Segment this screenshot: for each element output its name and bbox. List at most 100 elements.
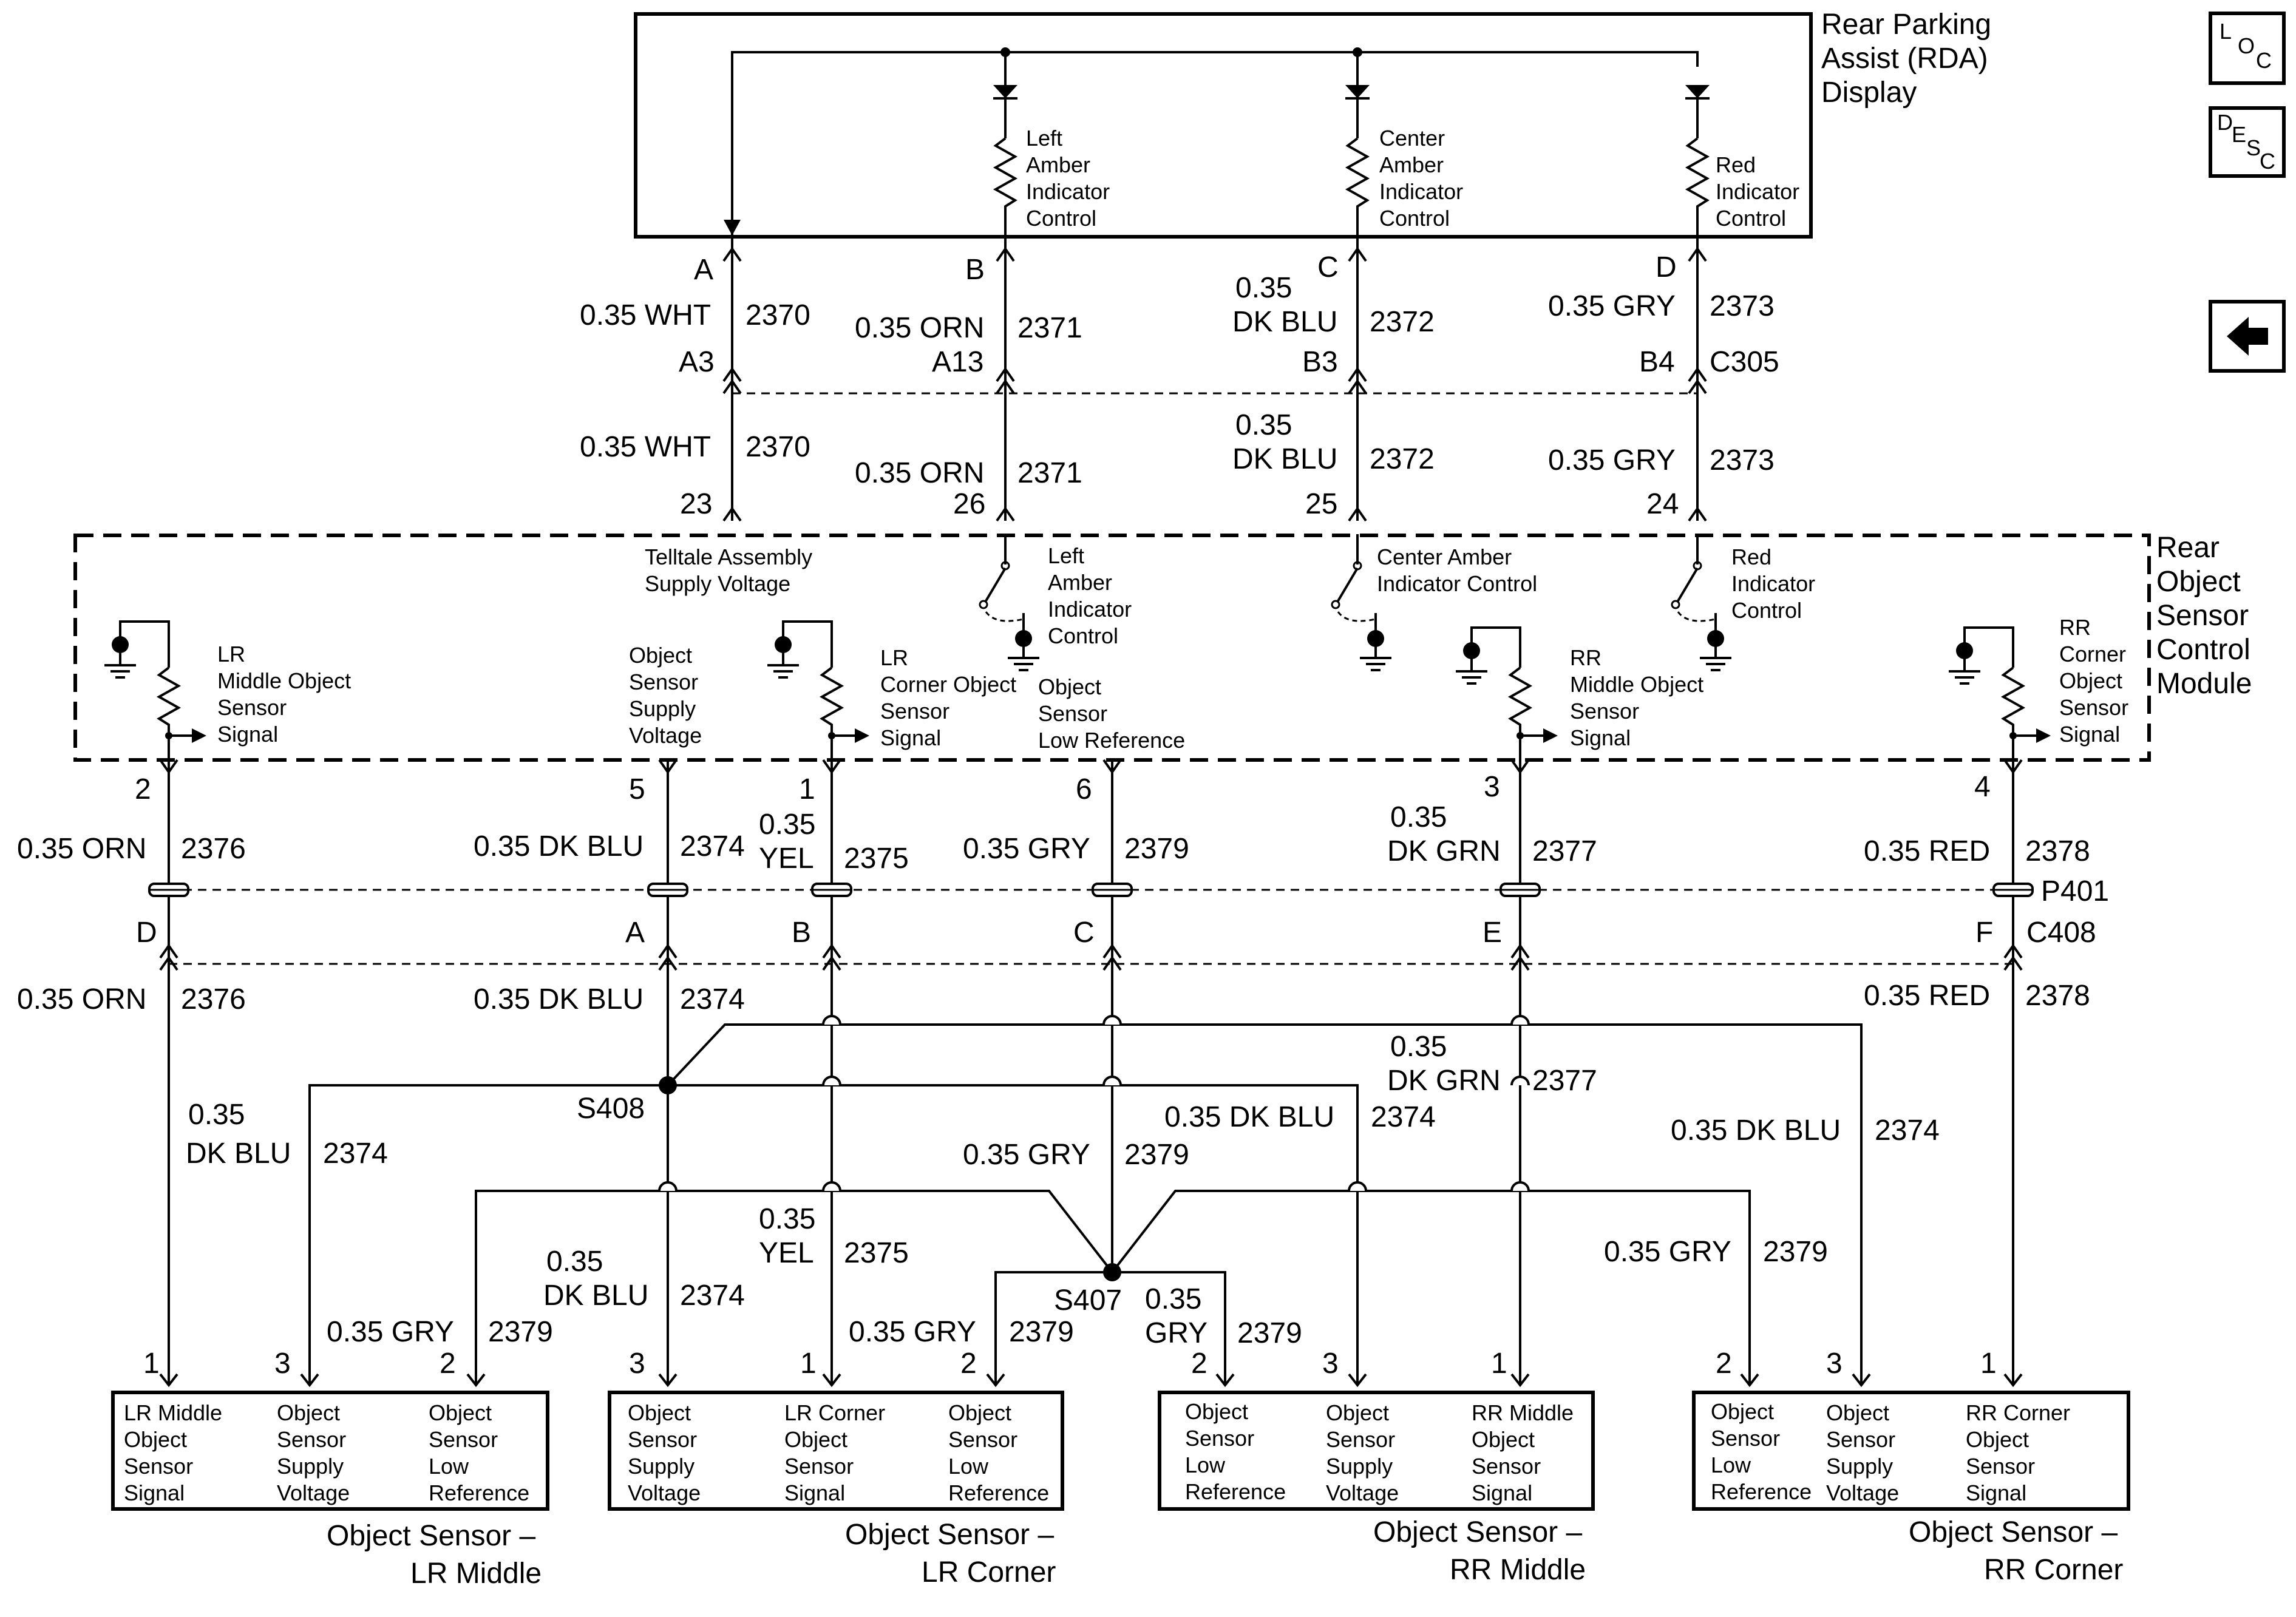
sensor-pin: 2	[960, 1348, 977, 1380]
svg-text:C408: C408	[2026, 917, 2096, 949]
desc-letter-d: D	[2217, 110, 2233, 135]
svg-text:LR Corner: LR Corner	[784, 1400, 885, 1425]
c408-pin: A	[625, 917, 645, 949]
svg-text:Supply Voltage: Supply Voltage	[645, 571, 790, 596]
wire-circuit: 2373	[1710, 444, 1775, 476]
wire-gauge: 0.35 ORN	[855, 312, 984, 344]
sensor-lr-corner: 3 1 2 Object Sensor Supply Voltage LR Co…	[608, 1348, 1064, 1588]
wire-circuit: 2379	[1009, 1316, 1074, 1348]
svg-text:LR: LR	[217, 642, 245, 666]
wire-gauge: 0.35	[546, 1246, 603, 1278]
wire-circuit: 2379	[1124, 833, 1189, 865]
wire-circuit: 2378	[2025, 835, 2090, 867]
s407-splice	[1103, 1263, 1121, 1281]
rr-middle-input-icon	[1455, 626, 1558, 760]
wire-circuit: 2371	[1017, 312, 1082, 344]
svg-text:Signal: Signal	[124, 1480, 185, 1505]
svg-text:Low: Low	[429, 1454, 469, 1479]
loc-button[interactable]: L O C	[2209, 12, 2286, 85]
left-amber-switch-icon	[979, 534, 1041, 671]
svg-text:Signal: Signal	[2059, 722, 2120, 747]
c305-pin: B4	[1639, 346, 1675, 378]
lr-middle-module-label: LR Middle Object Sensor Signal	[217, 642, 351, 747]
wire-gauge: 0.35 GRY	[963, 833, 1090, 865]
wire-gauge: 0.35 ORN	[17, 833, 146, 865]
c305-pin: A13	[932, 346, 983, 378]
svg-text:RR Corner: RR Corner	[1966, 1400, 2070, 1425]
back-button[interactable]	[2209, 300, 2286, 373]
left-amber-led-icon	[993, 85, 1018, 236]
svg-text:Object: Object	[124, 1427, 187, 1452]
sensor-cell: Object Sensor Low Reference	[1711, 1399, 1812, 1504]
svg-text:Amber: Amber	[1379, 152, 1444, 177]
sensor-cell: Object Sensor Low Reference	[429, 1400, 529, 1505]
svg-text:Reference: Reference	[948, 1480, 1049, 1505]
pin-label: D	[1656, 251, 1677, 283]
wire-gauge: 0.35	[759, 808, 815, 841]
rda-title: Rear Parking Assist (RDA) Display	[1821, 8, 1991, 109]
rr-corner-input-icon	[1948, 626, 2051, 760]
loc-letter-l: L	[2220, 19, 2232, 44]
red-module-label: Red Indicator Control	[1731, 544, 1815, 623]
wire-circuit: 2374	[323, 1137, 388, 1170]
wire-circuit: 2376	[181, 833, 246, 865]
sensor-name: RR Corner	[1984, 1554, 2123, 1586]
sensor-cell: LR Middle Object Sensor Signal	[124, 1400, 222, 1505]
wire-circuit: 2374	[680, 1280, 745, 1312]
wire-gauge: DK BLU	[1232, 306, 1337, 338]
wire-gauge: 0.35	[1390, 801, 1447, 833]
sensor-rr-corner: 2 3 1 Object Sensor Low Reference Object…	[1692, 1348, 2130, 1586]
svg-text:Voltage: Voltage	[628, 1480, 701, 1505]
svg-text:P401: P401	[2041, 875, 2109, 907]
svg-text:Object: Object	[1472, 1427, 1535, 1452]
module-pin: 23	[680, 488, 712, 520]
svg-text:Low: Low	[1185, 1453, 1226, 1477]
svg-text:Reference: Reference	[1711, 1479, 1812, 1504]
wire-gauge: 0.35 WHT	[580, 299, 711, 331]
svg-text:Center: Center	[1379, 126, 1445, 151]
sensor-cell: Object Sensor Supply Voltage	[1826, 1400, 1899, 1505]
svg-text:Object: Object	[429, 1400, 492, 1425]
sensor-lr-middle: 1 3 2 LR Middle Object Sensor Signal Obj…	[111, 1348, 549, 1590]
desc-letter-c: C	[2260, 149, 2275, 174]
svg-text:Middle Object: Middle Object	[217, 668, 351, 693]
svg-text:Control: Control	[1026, 206, 1096, 231]
pin-label: C	[1317, 251, 1339, 283]
sensor-name: RR Middle	[1450, 1554, 1586, 1586]
svg-text:Reference: Reference	[429, 1480, 529, 1505]
wire-gauge: 0.35 GRY	[963, 1139, 1090, 1171]
sensor-pin: 2	[1716, 1348, 1732, 1380]
svg-text:Object: Object	[1038, 674, 1101, 699]
sensor-pin: 1	[1491, 1348, 1507, 1380]
svg-text:Object: Object	[948, 1400, 1011, 1425]
svg-text:Sensor: Sensor	[1472, 1454, 1541, 1479]
wire-gauge: 0.35 DK BLU	[474, 983, 644, 1015]
sensor-cell: Object Sensor Supply Voltage	[277, 1400, 350, 1505]
c408-connector: C408	[159, 917, 2096, 971]
loc-letter-o: O	[2238, 33, 2255, 58]
module-pin: 3	[1484, 771, 1500, 803]
svg-text:Sensor: Sensor	[429, 1427, 498, 1452]
desc-button[interactable]: D E S C	[2209, 106, 2286, 178]
red-led-icon	[1685, 85, 1710, 236]
svg-text:Assist (RDA): Assist (RDA)	[1821, 42, 1988, 75]
wire-gauge: 0.35	[1235, 409, 1292, 441]
module-pin: 26	[953, 488, 985, 520]
svg-text:Red: Red	[1716, 152, 1756, 177]
pin-label: A	[694, 254, 713, 286]
wire-circuit: 2376	[181, 983, 246, 1015]
svg-text:Control: Control	[1379, 206, 1450, 231]
wire-circuit: 2379	[1237, 1317, 1302, 1349]
svg-text:RR Middle: RR Middle	[1472, 1400, 1574, 1425]
svg-text:Left: Left	[1026, 126, 1062, 151]
sensor-rr-middle: 2 3 1 Object Sensor Low Reference Object…	[1158, 1348, 1595, 1586]
module-pin: 1	[799, 773, 815, 805]
svg-text:Sensor: Sensor	[124, 1454, 193, 1479]
svg-text:Indicator: Indicator	[1048, 597, 1132, 622]
svg-text:Object: Object	[2156, 566, 2241, 598]
svg-text:Supply: Supply	[629, 696, 696, 721]
svg-text:Signal: Signal	[1570, 725, 1631, 750]
left-amber-module-label: Left Amber Indicator Control	[1048, 543, 1132, 648]
wire-circuit: 2373	[1710, 290, 1775, 322]
wire-circuit: 2377	[1532, 1065, 1597, 1097]
